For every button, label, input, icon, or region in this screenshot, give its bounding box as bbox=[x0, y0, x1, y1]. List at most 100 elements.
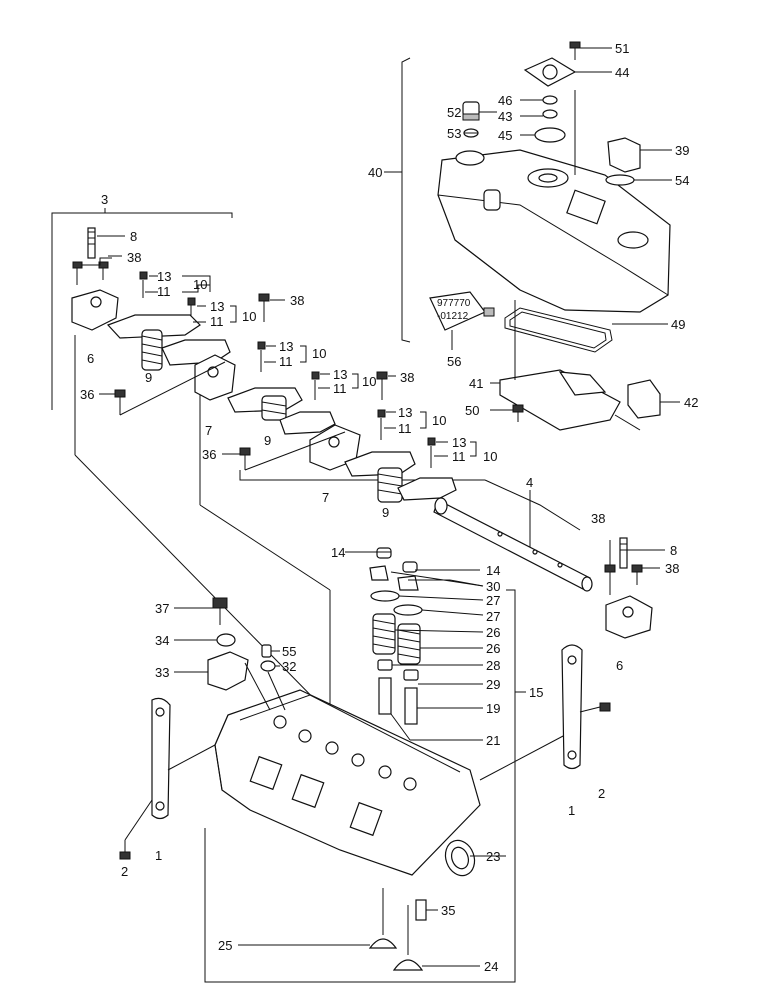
part-label-13: 13 bbox=[157, 269, 171, 284]
part-label-7: 7 bbox=[205, 423, 212, 438]
part-label-34: 34 bbox=[155, 633, 169, 648]
part-label-50: 50 bbox=[465, 403, 479, 418]
part-label-32: 32 bbox=[282, 659, 296, 674]
part-label-7b: 7 bbox=[322, 490, 329, 505]
part-label-43: 43 bbox=[498, 109, 512, 124]
part-label-10: 10 bbox=[193, 277, 207, 292]
lifting-eyes bbox=[119, 644, 611, 860]
valve-train bbox=[345, 547, 484, 741]
filler-cap bbox=[605, 137, 641, 186]
part-label-2b: 2 bbox=[598, 786, 605, 801]
part-label-40: 40 bbox=[368, 165, 382, 180]
part-label-55: 55 bbox=[282, 644, 296, 659]
part-label-19: 19 bbox=[486, 701, 500, 716]
part-label-39: 39 bbox=[675, 143, 689, 158]
part-label-56: 56 bbox=[447, 354, 461, 369]
part-label-24: 24 bbox=[484, 959, 498, 974]
part-label-1b: 1 bbox=[568, 803, 575, 818]
baffle-plate bbox=[499, 300, 621, 431]
cylinder-head bbox=[214, 689, 506, 971]
part-label-28: 28 bbox=[486, 658, 500, 673]
part-label-10b: 10 bbox=[242, 309, 256, 324]
part-label-11b: 11 bbox=[210, 314, 224, 329]
part-label-53: 53 bbox=[447, 126, 461, 141]
gasket bbox=[504, 307, 668, 353]
part-label-36b: 36 bbox=[202, 447, 216, 462]
spring-icon bbox=[372, 613, 396, 655]
part-label-11e: 11 bbox=[398, 421, 412, 436]
part-label-14: 14 bbox=[331, 545, 345, 560]
injector-clamp bbox=[207, 597, 286, 711]
part-label-8: 8 bbox=[130, 229, 137, 244]
part-label-23: 23 bbox=[486, 849, 500, 864]
part-label-21: 21 bbox=[486, 733, 500, 748]
part-label-9c: 9 bbox=[382, 505, 389, 520]
part-label-30: 30 bbox=[486, 579, 500, 594]
valve-cover bbox=[437, 149, 671, 313]
part-label-10e: 10 bbox=[432, 413, 446, 428]
part-label-15: 15 bbox=[529, 685, 543, 700]
part-label-9: 9 bbox=[145, 370, 152, 385]
part-label-54: 54 bbox=[675, 173, 689, 188]
spring-icon bbox=[377, 467, 403, 503]
part-label-10f: 10 bbox=[483, 449, 497, 464]
part-label-14b: 14 bbox=[486, 563, 500, 578]
part-label-29: 29 bbox=[486, 677, 500, 692]
part-labels: 3 8 38 13 11 10 13 11 10 38 6 9 13 11 10… bbox=[80, 41, 698, 974]
part-label-1: 1 bbox=[155, 848, 162, 863]
part-label-27b: 27 bbox=[486, 609, 500, 624]
part-label-11c: 11 bbox=[279, 354, 293, 369]
part-label-26b: 26 bbox=[486, 641, 500, 656]
part-label-11d: 11 bbox=[333, 381, 347, 396]
part-label-13c: 13 bbox=[279, 339, 293, 354]
part-label-10c: 10 bbox=[312, 346, 326, 361]
part-label-52: 52 bbox=[447, 105, 461, 120]
part-label-37: 37 bbox=[155, 601, 169, 616]
part-label-11f: 11 bbox=[452, 449, 466, 464]
part-label-36: 36 bbox=[80, 387, 94, 402]
part-label-10d: 10 bbox=[362, 374, 376, 389]
rubber-block bbox=[614, 379, 661, 431]
part-label-38b: 38 bbox=[290, 293, 304, 308]
spring-icon bbox=[261, 395, 287, 421]
part-label-25: 25 bbox=[218, 938, 232, 953]
part-label-13e: 13 bbox=[398, 405, 412, 420]
part-label-6b: 6 bbox=[616, 658, 623, 673]
part-label-38c: 38 bbox=[400, 370, 414, 385]
part-label-46: 46 bbox=[498, 93, 512, 108]
part-label-38: 38 bbox=[127, 250, 141, 265]
spring-icon bbox=[141, 329, 163, 371]
part-label-44: 44 bbox=[615, 65, 629, 80]
rocker-assembly bbox=[71, 227, 457, 503]
right-support-assembly bbox=[604, 537, 653, 639]
spring-icon bbox=[397, 623, 421, 665]
breather-cap-assembly bbox=[523, 41, 581, 175]
part-label-11: 11 bbox=[157, 284, 171, 299]
part-label-13d: 13 bbox=[333, 367, 347, 382]
part-label-38d: 38 bbox=[591, 511, 605, 526]
part-label-13b: 13 bbox=[210, 299, 224, 314]
leader-lines bbox=[82, 47, 680, 673]
bolt-50 bbox=[512, 404, 524, 422]
part-label-51: 51 bbox=[615, 41, 629, 56]
part-label-8b: 8 bbox=[670, 543, 677, 558]
part-label-35: 35 bbox=[441, 903, 455, 918]
tube-label-line1: 977770 bbox=[437, 298, 471, 309]
part-label-27: 27 bbox=[486, 593, 500, 608]
part-label-2: 2 bbox=[121, 864, 128, 879]
part-label-9b: 9 bbox=[264, 433, 271, 448]
part-label-38e: 38 bbox=[665, 561, 679, 576]
part-label-33: 33 bbox=[155, 665, 169, 680]
part-label-45: 45 bbox=[498, 128, 512, 143]
tube-label-line2: -01212 bbox=[437, 311, 469, 322]
part-label-49: 49 bbox=[671, 317, 685, 332]
plug-assembly bbox=[462, 101, 480, 138]
part-label-4: 4 bbox=[526, 475, 533, 490]
rocker-shaft bbox=[433, 497, 593, 592]
part-label-42: 42 bbox=[684, 395, 698, 410]
part-label-41: 41 bbox=[469, 376, 483, 391]
part-label-13f: 13 bbox=[452, 435, 466, 450]
sealant-tube: 977770 -01212 bbox=[429, 291, 495, 350]
part-label-3: 3 bbox=[101, 192, 108, 207]
